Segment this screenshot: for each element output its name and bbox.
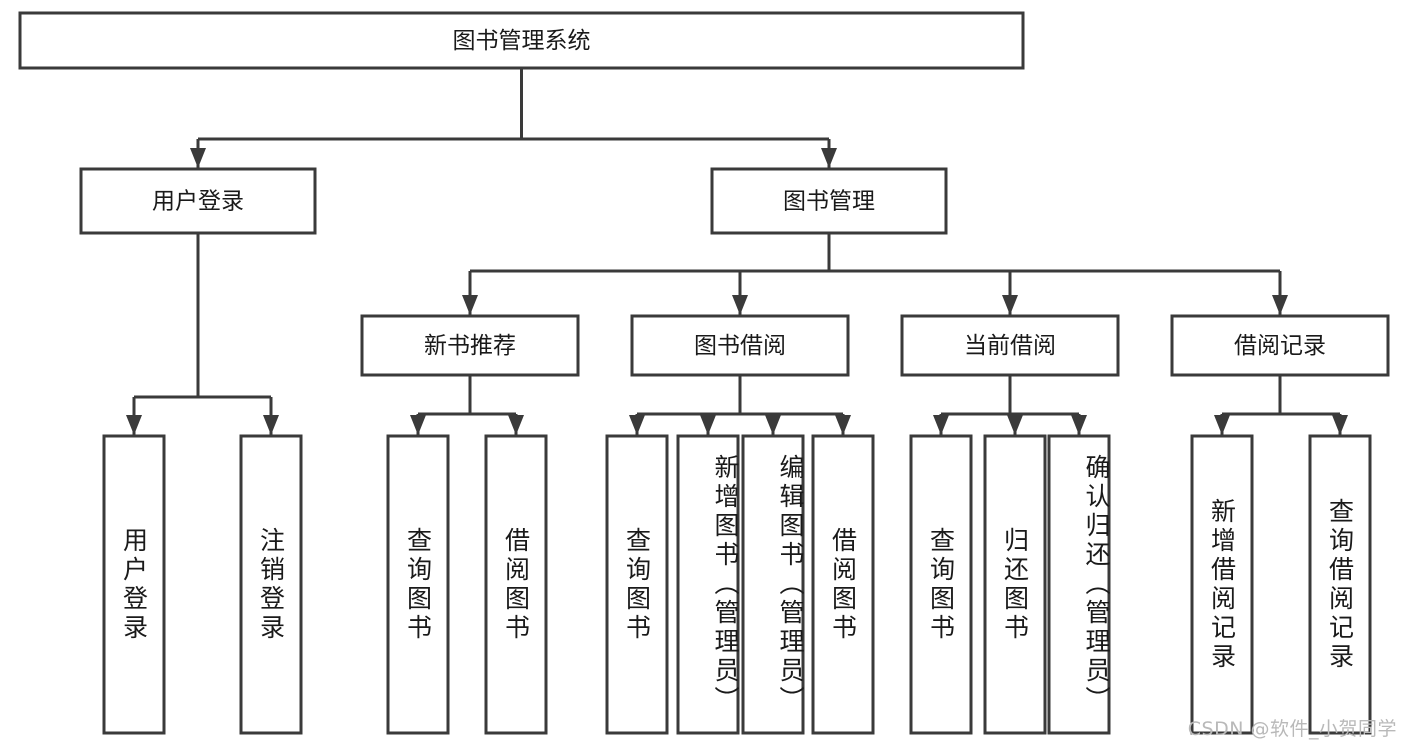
node-leaf-query-borrow-record[interactable] [1308, 434, 1372, 735]
node-user-login-box [79, 167, 317, 235]
node-new-book-rec[interactable] [360, 314, 580, 377]
node-leaf-edit-book-admin-box [741, 434, 805, 735]
node-leaf-add-borrow-record-box [1190, 434, 1254, 735]
node-leaf-query-book-current-box [909, 434, 973, 735]
watermark-text: CSDN @软件_小贺同学 [1187, 718, 1397, 740]
arrowhead-icon [1214, 415, 1230, 435]
node-leaf-confirm-return-admin-box [1047, 434, 1111, 735]
node-book-manage-box [710, 167, 948, 235]
arrowhead-icon [765, 415, 781, 435]
arrowhead-icon [700, 415, 716, 435]
node-book-manage-label: 图书管理 [783, 189, 875, 215]
node-leaf-confirm-return-admin[interactable] [1047, 434, 1111, 735]
node-book-manage[interactable] [710, 167, 948, 235]
node-leaf-query-borrow-record-box [1308, 434, 1372, 735]
node-current-borrow[interactable] [900, 314, 1120, 377]
node-leaf-add-book-admin[interactable] [676, 434, 740, 735]
arrowhead-icon [933, 415, 949, 435]
arrowhead-icon [1272, 295, 1288, 315]
node-new-book-rec-box [360, 314, 580, 377]
arrowhead-icon [1332, 415, 1348, 435]
node-leaf-user-login-box [102, 434, 166, 735]
node-leaf-borrow-book-box [811, 434, 875, 735]
arrowhead-icon [629, 415, 645, 435]
node-borrow-record-label: 借阅记录 [1234, 333, 1326, 359]
node-borrow-record[interactable] [1170, 314, 1390, 377]
arrowhead-icon [835, 415, 851, 435]
node-leaf-borrow-book-rec-box [484, 434, 548, 735]
arrowhead-icon [126, 415, 142, 435]
node-leaf-add-book-admin-box [676, 434, 740, 735]
arrowhead-icon [263, 415, 279, 435]
node-leaf-query-book-borrow[interactable] [605, 434, 669, 735]
node-leaf-add-borrow-record[interactable] [1190, 434, 1254, 735]
node-leaf-query-book-rec-box [386, 434, 450, 735]
node-leaf-user-logout[interactable] [239, 434, 303, 735]
arrowhead-icon [462, 295, 478, 315]
node-leaf-borrow-book[interactable] [811, 434, 875, 735]
node-new-book-rec-label: 新书推荐 [424, 333, 516, 359]
node-root-box [18, 11, 1025, 70]
node-leaf-user-login[interactable] [102, 434, 166, 735]
arrowhead-icon [732, 295, 748, 315]
arrowhead-icon [821, 148, 837, 168]
node-borrow-record-box [1170, 314, 1390, 377]
node-user-login-label: 用户登录 [152, 189, 244, 215]
arrowhead-icon [1071, 415, 1087, 435]
node-leaf-borrow-book-rec[interactable] [484, 434, 548, 735]
arrowhead-icon [190, 148, 206, 168]
node-book-borrow-box [630, 314, 850, 377]
node-leaf-return-book-box [983, 434, 1047, 735]
arrowhead-icon [410, 415, 426, 435]
node-leaf-query-book-current[interactable] [909, 434, 973, 735]
node-root-label: 图书管理系统 [453, 28, 591, 54]
connectors-layer [126, 68, 1348, 435]
node-current-borrow-box [900, 314, 1120, 377]
node-root[interactable] [18, 11, 1025, 70]
node-leaf-query-book-rec[interactable] [386, 434, 450, 735]
arrowhead-icon [508, 415, 524, 435]
node-user-login[interactable] [79, 167, 317, 235]
node-leaf-user-logout-box [239, 434, 303, 735]
arrowhead-icon [1007, 415, 1023, 435]
node-current-borrow-label: 当前借阅 [964, 333, 1056, 359]
node-book-borrow[interactable] [630, 314, 850, 377]
node-book-borrow-label: 图书借阅 [694, 333, 786, 359]
node-leaf-return-book[interactable] [983, 434, 1047, 735]
node-leaf-edit-book-admin[interactable] [741, 434, 805, 735]
node-leaf-query-book-borrow-box [605, 434, 669, 735]
arrowhead-icon [1002, 295, 1018, 315]
